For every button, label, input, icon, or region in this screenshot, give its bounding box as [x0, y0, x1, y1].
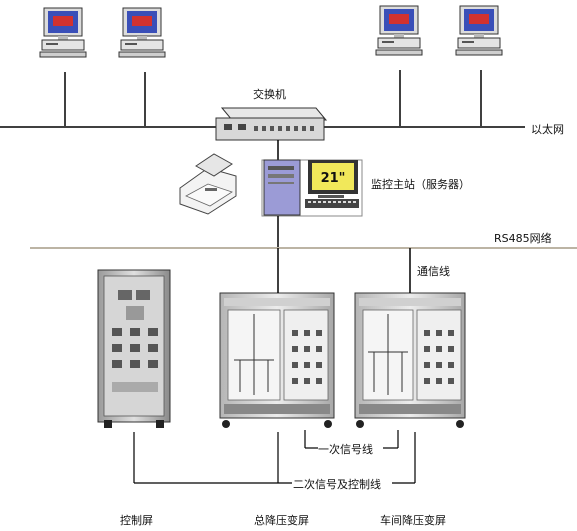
server-computer-icon: 21" [261, 159, 363, 217]
primary-signal-label: 一次信号线 [318, 443, 373, 456]
rs485-label: RS485网络 [494, 232, 552, 245]
main-substation-label: 总降压变屏 [254, 514, 309, 527]
workstation-icon [118, 7, 166, 58]
ethernet-drop-lines [64, 70, 482, 126]
secondary-signal-label: 二次信号及控制线 [293, 478, 381, 491]
network-switch-icon [215, 107, 328, 141]
comm-lines [277, 248, 411, 293]
workstation-icon [39, 7, 87, 58]
primary-signal-line [304, 430, 399, 449]
workstation-icon [455, 5, 503, 56]
monitor-screen-text: 21" [321, 171, 346, 186]
workstation-icon [375, 5, 423, 56]
secondary-signal-line [133, 432, 416, 484]
workshop-substation-label: 车间降压变屏 [380, 514, 446, 527]
comm-line-label: 通信线 [417, 265, 450, 278]
printer-icon [179, 153, 237, 215]
substation-panel-icon [354, 292, 466, 428]
substation-panel-icon [219, 292, 335, 428]
monitor-station-label: 监控主站（服务器） [371, 178, 470, 191]
switch-label: 交换机 [253, 88, 286, 101]
control-cabinet-icon [97, 269, 171, 428]
ethernet-label: 以太网 [531, 123, 564, 136]
control-panel-label: 控制屏 [120, 514, 153, 527]
